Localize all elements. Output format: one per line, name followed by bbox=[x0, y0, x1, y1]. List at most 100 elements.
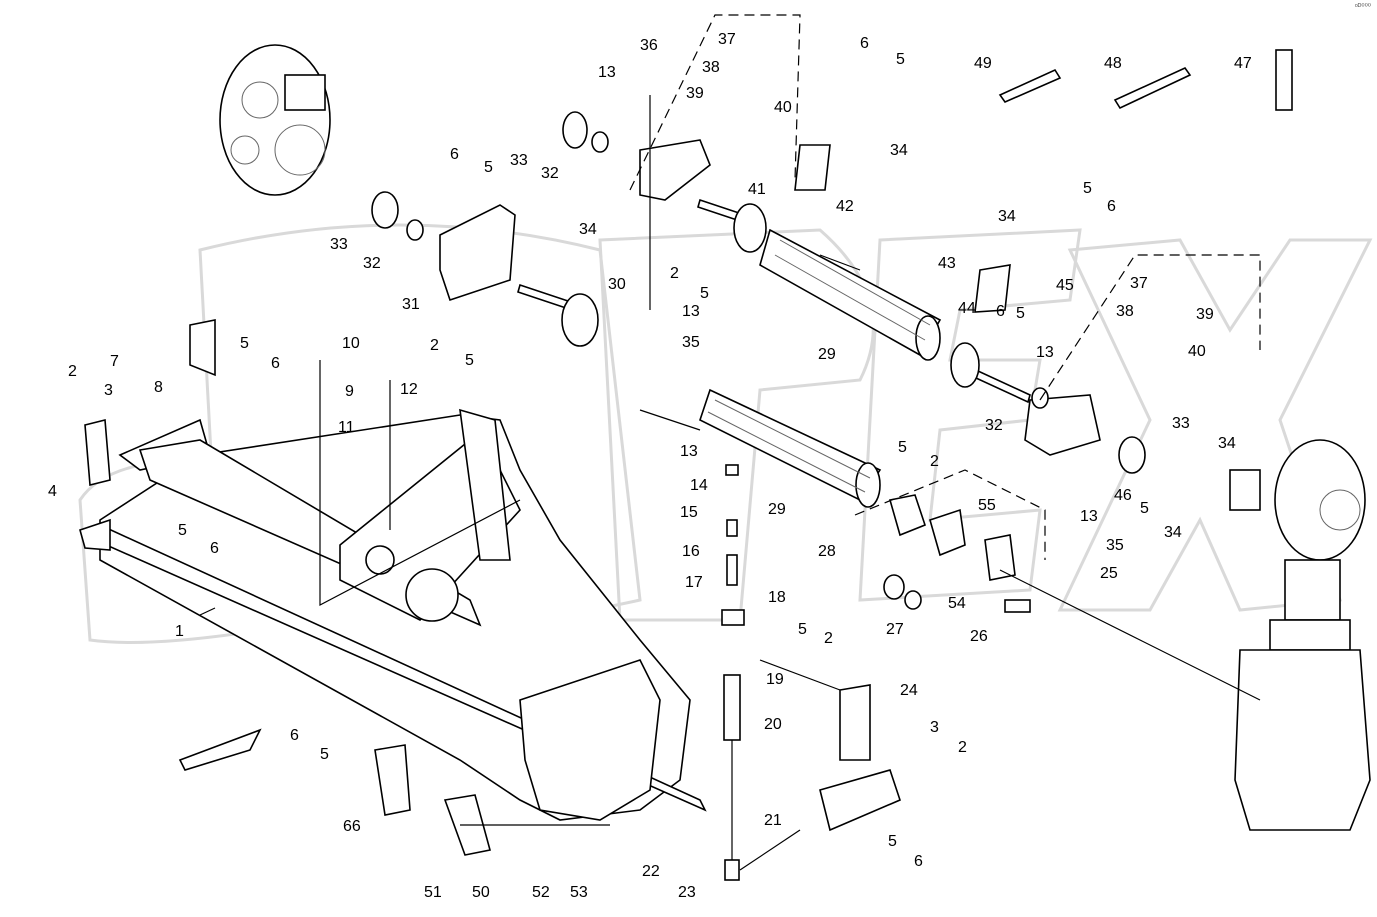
callout-52: 52 bbox=[532, 884, 550, 901]
bearing-flanges bbox=[371, 111, 1146, 474]
callout-18: 18 bbox=[768, 589, 786, 606]
callout-13: 13 bbox=[682, 303, 700, 320]
callout-5: 5 bbox=[896, 51, 905, 68]
callout-2: 2 bbox=[670, 265, 679, 282]
callout-labels: 1 2 2 2 2 2 2 3 3 4 5 5 5 5 5 5 5 5 5 5 … bbox=[48, 31, 1252, 901]
callout-5: 5 bbox=[888, 833, 897, 850]
gearbox bbox=[219, 44, 331, 196]
callout-42: 42 bbox=[836, 198, 854, 215]
callout-14: 14 bbox=[690, 477, 708, 494]
callout-48: 48 bbox=[1104, 55, 1122, 72]
callout-5: 5 bbox=[1016, 305, 1025, 322]
callout-25: 25 bbox=[1100, 565, 1118, 582]
kit-groupings bbox=[629, 14, 1261, 560]
callout-23: 23 bbox=[678, 884, 696, 901]
callout-5: 5 bbox=[178, 522, 187, 539]
callout-12: 12 bbox=[400, 381, 418, 398]
brackets bbox=[84, 319, 901, 856]
callout-3: 3 bbox=[930, 719, 939, 736]
callout-5: 5 bbox=[898, 439, 907, 456]
spring-assembly bbox=[721, 464, 745, 881]
callout-51: 51 bbox=[424, 884, 442, 901]
callout-32: 32 bbox=[363, 255, 381, 272]
callout-30: 30 bbox=[608, 276, 626, 293]
callout-6: 6 bbox=[860, 35, 869, 52]
callout-2: 2 bbox=[824, 630, 833, 647]
callout-47: 47 bbox=[1234, 55, 1252, 72]
callout-34: 34 bbox=[579, 221, 597, 238]
callout-3: 3 bbox=[104, 382, 113, 399]
callout-33: 33 bbox=[330, 236, 348, 253]
callout-34: 34 bbox=[998, 208, 1016, 225]
callout-1: 1 bbox=[175, 623, 184, 640]
callout-6: 6 bbox=[271, 355, 280, 372]
callout-33: 33 bbox=[1172, 415, 1190, 432]
callout-37: 37 bbox=[718, 31, 736, 48]
callout-5: 5 bbox=[1140, 500, 1149, 517]
callout-28: 28 bbox=[818, 543, 836, 560]
callout-11: 11 bbox=[338, 419, 355, 436]
callout-55: 55 bbox=[978, 497, 996, 514]
callout-4: 4 bbox=[48, 483, 57, 500]
callout-34: 34 bbox=[1218, 435, 1236, 452]
callout-31: 31 bbox=[402, 296, 420, 313]
callout-2: 2 bbox=[430, 337, 439, 354]
callout-32: 32 bbox=[985, 417, 1003, 434]
callout-8: 8 bbox=[154, 379, 163, 396]
clutch-parts bbox=[883, 494, 1031, 613]
callout-45: 45 bbox=[1056, 277, 1074, 294]
callout-5: 5 bbox=[240, 335, 249, 352]
callout-13: 13 bbox=[598, 64, 616, 81]
callout-34: 34 bbox=[890, 142, 908, 159]
callout-43: 43 bbox=[938, 255, 956, 272]
callout-6: 6 bbox=[996, 303, 1005, 320]
callout-49: 49 bbox=[974, 55, 992, 72]
callout-5: 5 bbox=[700, 285, 709, 302]
callout-41: 41 bbox=[748, 181, 766, 198]
callout-13: 13 bbox=[1080, 508, 1098, 525]
callout-22: 22 bbox=[642, 863, 660, 880]
callout-66: 66 bbox=[343, 818, 361, 835]
callout-6: 6 bbox=[450, 146, 459, 163]
callout-6: 6 bbox=[290, 727, 299, 744]
callout-20: 20 bbox=[764, 716, 782, 733]
callout-2: 2 bbox=[930, 453, 939, 470]
callout-35: 35 bbox=[1106, 537, 1124, 554]
main-frame bbox=[79, 408, 707, 821]
callout-38: 38 bbox=[1116, 303, 1134, 320]
callout-37: 37 bbox=[1130, 275, 1148, 292]
callout-10: 10 bbox=[342, 335, 360, 352]
callout-54: 54 bbox=[948, 595, 966, 612]
callout-5: 5 bbox=[484, 159, 493, 176]
callout-6: 6 bbox=[210, 540, 219, 557]
callout-5: 5 bbox=[465, 352, 474, 369]
callout-50: 50 bbox=[472, 884, 490, 901]
callout-46: 46 bbox=[1114, 487, 1132, 504]
callout-38: 38 bbox=[702, 59, 720, 76]
callout-24: 24 bbox=[900, 682, 918, 699]
callout-5: 5 bbox=[798, 621, 807, 638]
leader-lines bbox=[199, 95, 1261, 871]
callout-9: 9 bbox=[345, 383, 354, 400]
callout-16: 16 bbox=[682, 543, 700, 560]
callout-29: 29 bbox=[768, 501, 786, 518]
callout-5: 5 bbox=[1083, 180, 1092, 197]
callout-26: 26 bbox=[970, 628, 988, 645]
callout-6: 6 bbox=[914, 853, 923, 870]
tools bbox=[998, 49, 1293, 111]
callout-2: 2 bbox=[68, 363, 77, 380]
rollers bbox=[699, 228, 942, 508]
callout-33: 33 bbox=[510, 152, 528, 169]
callout-27: 27 bbox=[886, 621, 904, 638]
callout-21: 21 bbox=[764, 812, 782, 829]
shafts bbox=[517, 198, 1031, 404]
callout-13: 13 bbox=[680, 443, 698, 460]
callout-44: 44 bbox=[958, 300, 976, 317]
callout-2: 2 bbox=[958, 739, 967, 756]
callout-5: 5 bbox=[320, 746, 329, 763]
callout-6: 6 bbox=[1107, 198, 1116, 215]
callout-40: 40 bbox=[1188, 343, 1206, 360]
callout-34: 34 bbox=[1164, 524, 1182, 541]
callout-36: 36 bbox=[640, 37, 658, 54]
